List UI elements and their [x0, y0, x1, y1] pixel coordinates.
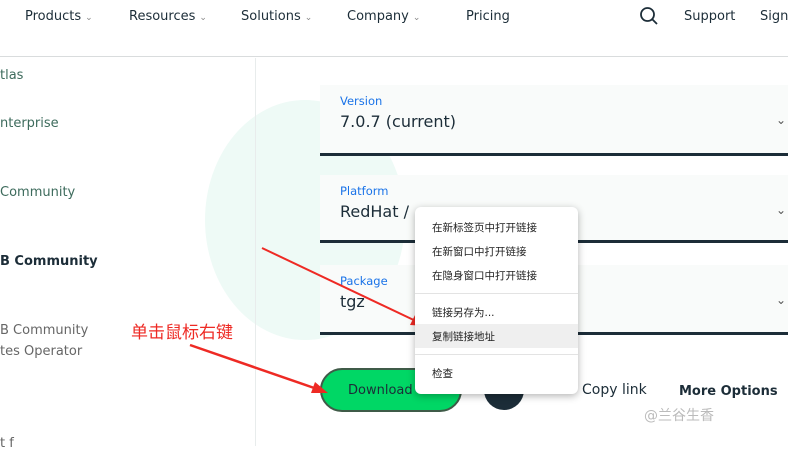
- menu-divider: [415, 354, 578, 355]
- nav-pricing[interactable]: Pricing: [466, 9, 510, 24]
- sidebar-item-kubernetes-2[interactable]: tes Operator: [0, 344, 83, 359]
- sidebar-item-kubernetes[interactable]: B Community: [0, 323, 89, 338]
- sidebar-item-community[interactable]: Community: [0, 185, 76, 200]
- nav-support[interactable]: Support: [684, 9, 736, 24]
- sidebar: tlas nterprise Community B Community B C…: [0, 58, 256, 451]
- copy-link-button[interactable]: Copy link: [582, 382, 647, 398]
- annotation-text: 单击鼠标右键: [131, 323, 233, 343]
- top-nav: Products⌄ Resources⌄ Solutions⌄ Company⌄…: [0, 0, 788, 57]
- nav-company[interactable]: Company⌄: [347, 9, 421, 24]
- nav-sign-in[interactable]: Sign: [760, 9, 788, 24]
- menu-item-save-link-as[interactable]: 链接另存为...: [432, 307, 495, 319]
- chevron-down-icon: ⌄: [304, 13, 313, 23]
- version-value: 7.0.7 (current): [340, 112, 456, 131]
- nav-solutions[interactable]: Solutions⌄: [241, 9, 313, 24]
- sidebar-item-enterprise[interactable]: nterprise: [0, 116, 59, 131]
- context-menu: 在新标签页中打开链接 在新窗口中打开链接 在隐身窗口中打开链接 链接另存为...…: [415, 207, 578, 394]
- package-value: tgz: [340, 292, 365, 311]
- arrow-line: [189, 343, 321, 392]
- arrow-head: [311, 382, 328, 393]
- chevron-down-icon: ⌄: [775, 203, 786, 217]
- menu-item-open-incognito[interactable]: 在隐身窗口中打开链接: [432, 270, 537, 282]
- platform-value: RedHat /: [340, 202, 409, 221]
- chevron-down-icon: ⌄: [85, 13, 93, 23]
- search-icon[interactable]: [639, 6, 659, 30]
- menu-item-open-new-window[interactable]: 在新窗口中打开链接: [432, 246, 527, 258]
- chevron-down-icon: ⌄: [775, 293, 786, 307]
- sidebar-item-db-community[interactable]: B Community: [0, 254, 98, 269]
- version-select[interactable]: Version 7.0.7 (current) ⌄: [320, 85, 788, 156]
- menu-divider: [415, 293, 578, 294]
- nav-products[interactable]: Products⌄: [25, 9, 93, 24]
- chevron-down-icon: ⌄: [775, 113, 786, 127]
- arrow-line: [261, 247, 421, 324]
- chevron-down-icon: ⌄: [199, 13, 207, 23]
- menu-item-open-new-tab[interactable]: 在新标签页中打开链接: [432, 222, 537, 234]
- download-label: Download: [348, 383, 413, 398]
- watermark: @兰谷生香: [644, 408, 714, 424]
- menu-item-copy-link-address[interactable]: 复制链接地址: [415, 324, 578, 348]
- menu-item-inspect[interactable]: 检查: [432, 368, 453, 380]
- package-label: Package: [340, 274, 388, 288]
- version-label: Version: [340, 94, 383, 108]
- platform-label: Platform: [340, 184, 389, 198]
- chevron-down-icon: ⌄: [412, 13, 421, 23]
- more-options-link[interactable]: More Options: [679, 384, 778, 399]
- nav-resources[interactable]: Resources⌄: [129, 9, 207, 24]
- sidebar-item-atlas[interactable]: tlas: [0, 68, 24, 83]
